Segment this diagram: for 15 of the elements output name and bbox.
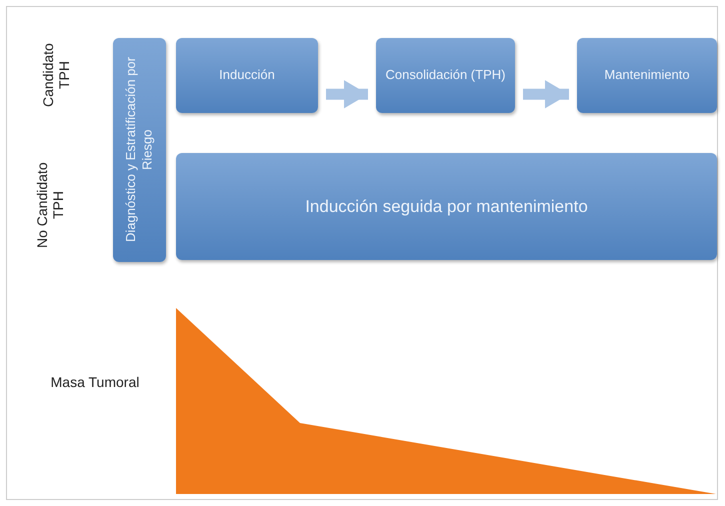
process-box — [577, 38, 717, 113]
box-text: Diagnóstico y Estratificación por Riesgo — [123, 56, 156, 244]
process-box — [176, 38, 318, 113]
box-text: Inducción — [219, 67, 275, 84]
row-label: No Candidato TPH — [34, 161, 66, 250]
box-text: Consolidación (TPH) — [386, 67, 506, 84]
process-box — [376, 38, 515, 113]
box-text: Inducción seguida por mantenimiento — [305, 196, 588, 218]
vertical-process-box — [113, 38, 166, 262]
process-box — [176, 153, 717, 260]
row-label: Candidato TPH — [40, 42, 72, 110]
arrow — [523, 80, 569, 109]
arrow — [326, 80, 368, 109]
axis-label: Masa Tumoral — [50, 374, 140, 390]
box-text: Mantenimiento — [604, 67, 690, 84]
